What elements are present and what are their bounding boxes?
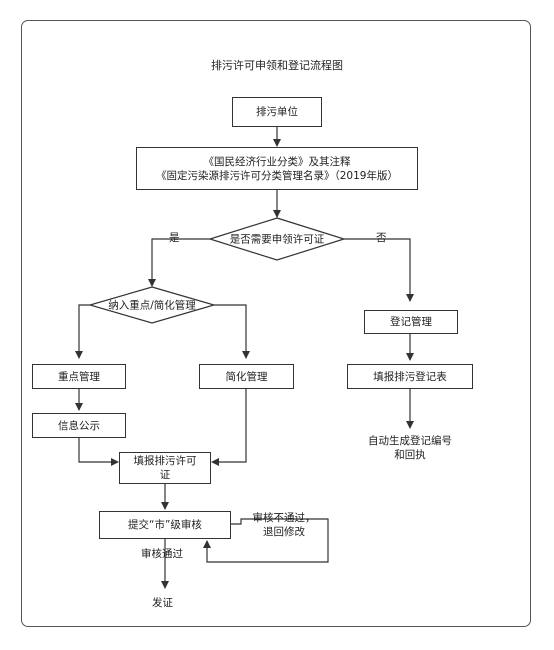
review-fail-line-2: 退回修改 [263,526,305,538]
fill-registration-form-box: 填报排污登记表 [347,364,473,389]
key-mgmt-box: 重点管理 [32,364,126,389]
arrow-no-branch [344,238,414,302]
standards-box: 《国民经济行业分类》及其注释 《固定污染源排污许可分类管理名录》（2019年版） [136,147,418,190]
fill-permit-box: 填报排污许可 证 [119,452,211,484]
registration-mgmt-box: 登记管理 [364,310,458,334]
decision-key-label: 纳入重点/简化管理 [108,299,196,312]
arrow-info-to-permit [78,438,119,466]
decision-need-label: 是否需要申领许可证 [229,233,325,246]
branch-yes-label: 是 [169,232,180,244]
decision-key-simplified-diamond [87,286,217,324]
simplified-mgmt-box: 简化管理 [199,364,294,389]
registration-mgmt-label: 登记管理 [390,316,432,328]
start-box: 排污单位 [232,97,322,127]
fill-permit-line-2: 证 [159,469,171,481]
key-mgmt-label: 重点管理 [58,370,100,383]
loop-review-fail [203,518,329,563]
auto-generate-text: 自动生成登记编号 和回执 [350,433,470,463]
arrow-to-simplified-mgmt [214,304,250,359]
info-disclosure-label: 信息公示 [58,419,100,432]
review-fail-label: 审核不通过， 退回修改 [240,510,328,540]
standards-line-2: 《固定污染源排污许可分类管理名录》（2019年版） [156,169,398,182]
fill-registration-form-label: 填报排污登记表 [373,370,447,383]
review-pass-label: 审核通过 [141,548,183,560]
auto-generate-line-2: 和回执 [394,449,426,461]
arrow-simplified-to-permit [211,389,247,466]
decision-need-permit-diamond [207,217,347,261]
fill-permit-line-1: 填报排污许可 [133,455,197,467]
arrow-yes-branch [148,238,210,287]
start-label: 排污单位 [256,106,298,118]
submit-review-box: 提交“市”级审核 [99,511,231,539]
auto-generate-line-1: 自动生成登记编号 [368,435,452,447]
submit-review-label: 提交“市”级审核 [128,519,202,531]
diagram-frame [21,20,531,627]
info-disclosure-box: 信息公示 [32,413,126,438]
diagram-title: 排污许可申领和登记流程图 [211,59,343,72]
arrow-to-key-mgmt [75,304,90,359]
branch-no-label: 否 [376,232,387,244]
issue-permit-label: 发证 [152,597,173,609]
simplified-mgmt-label: 简化管理 [225,370,268,383]
review-fail-line-1: 审核不通过， [252,512,316,524]
standards-line-1: 《国民经济行业分类》及其注释 [203,155,351,168]
